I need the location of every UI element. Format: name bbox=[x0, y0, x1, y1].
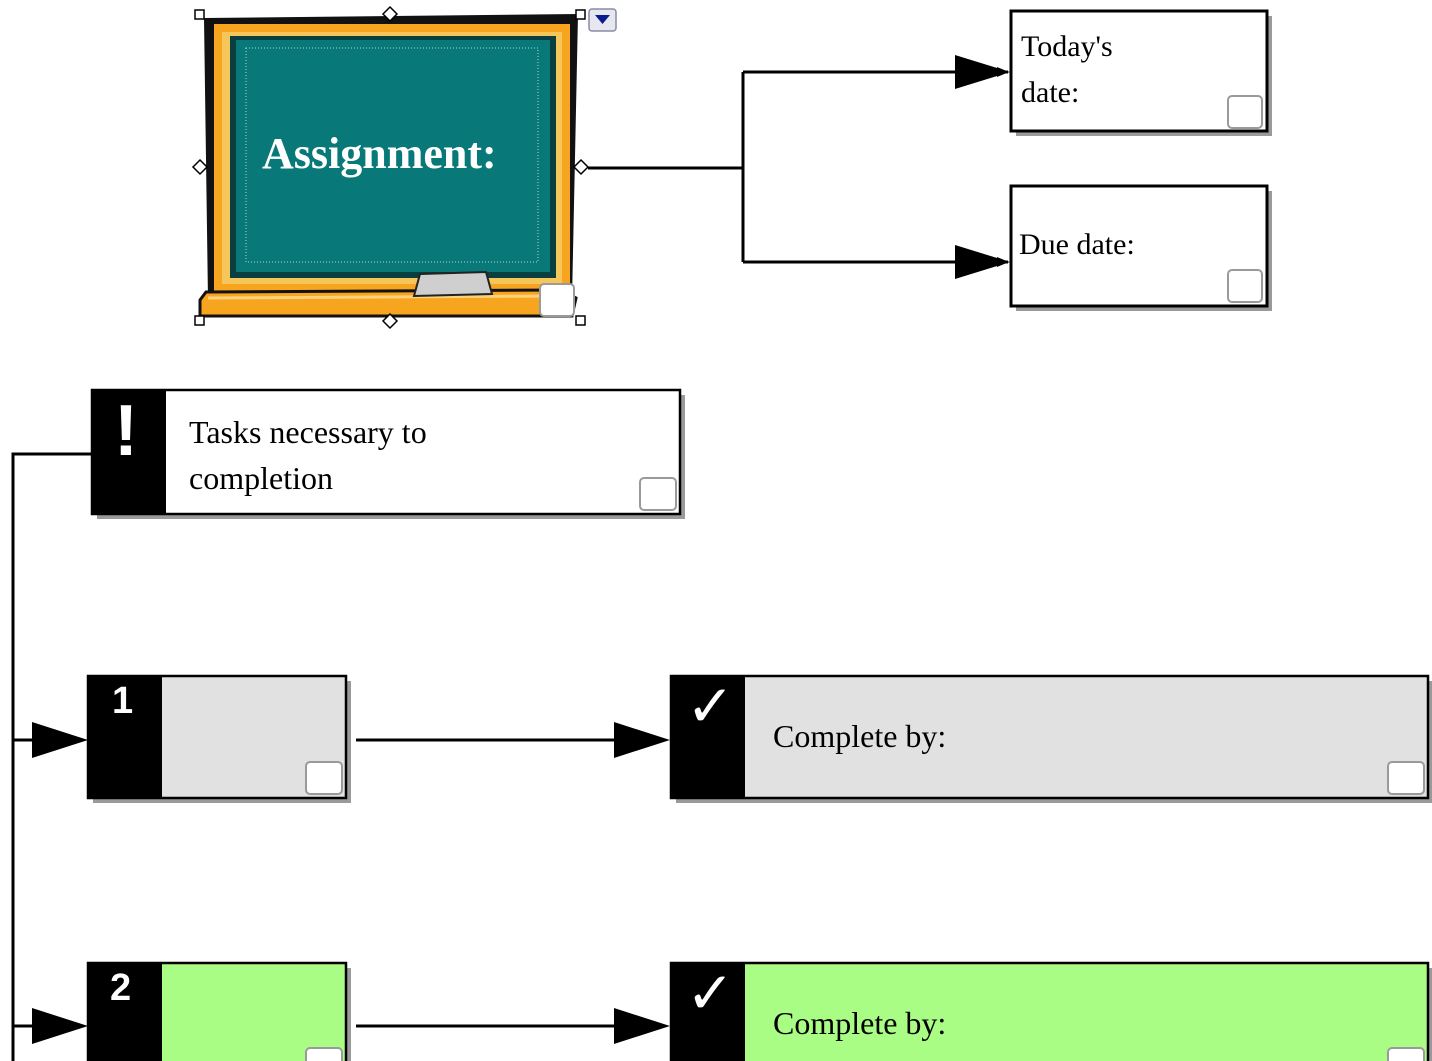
shape-dropdown-button[interactable] bbox=[588, 8, 617, 32]
arrowhead-complete-1 bbox=[614, 722, 670, 758]
resize-handle-bottom[interactable] bbox=[381, 312, 399, 330]
arrowhead-complete-2 bbox=[614, 1008, 670, 1044]
arrowhead-task-1 bbox=[32, 722, 88, 758]
resize-handle-right[interactable] bbox=[572, 158, 590, 176]
chevron-down-icon bbox=[595, 15, 610, 24]
eraser-icon bbox=[412, 270, 494, 298]
arrowhead-due-date bbox=[955, 245, 1010, 279]
task-row-2 bbox=[86, 961, 1432, 1061]
complete-by-label-2: Complete by: bbox=[773, 1005, 947, 1041]
tasks-header-tab bbox=[92, 390, 166, 514]
task-number-tab bbox=[88, 963, 162, 1061]
task-number-1: 1 bbox=[112, 680, 134, 722]
exclamation-icon: ! bbox=[114, 391, 138, 471]
assignment-title: Assignment: bbox=[262, 129, 497, 178]
shape-checkbox[interactable] bbox=[539, 283, 575, 317]
arrowhead-task-2 bbox=[32, 1008, 88, 1044]
resize-handle-top-left[interactable] bbox=[194, 9, 205, 20]
shape-checkbox[interactable] bbox=[1227, 95, 1263, 129]
todays-date-label-line2: date: bbox=[1021, 76, 1080, 109]
shape-checkbox[interactable] bbox=[1227, 269, 1263, 303]
resize-handle-top-right[interactable] bbox=[575, 9, 586, 20]
shape-checkbox[interactable] bbox=[1387, 1047, 1425, 1061]
task-number-2: 2 bbox=[110, 967, 132, 1009]
resize-handle-bottom-left[interactable] bbox=[194, 315, 205, 326]
connector-assignment-dates bbox=[588, 67, 1009, 267]
task-number-box-1[interactable] bbox=[86, 674, 351, 803]
chalkboard-surface bbox=[236, 40, 550, 272]
complete-tab bbox=[671, 963, 745, 1061]
checkmark-icon: ✓ bbox=[686, 672, 735, 740]
task-row-1 bbox=[86, 674, 1432, 803]
connector-task-trunk bbox=[11, 452, 92, 1061]
shape-checkbox[interactable] bbox=[1387, 761, 1425, 795]
task-number-box-2[interactable] bbox=[86, 961, 351, 1061]
checkmark-icon: ✓ bbox=[686, 959, 735, 1027]
shape-checkbox[interactable] bbox=[305, 761, 343, 795]
complete-by-box-1[interactable] bbox=[669, 674, 1432, 803]
complete-by-label-1: Complete by: bbox=[773, 718, 947, 754]
due-date-box[interactable] bbox=[1009, 184, 1272, 311]
todays-date-box[interactable] bbox=[1009, 9, 1272, 136]
todays-date-label-line1: Today's bbox=[1021, 30, 1113, 63]
resize-handle-top[interactable] bbox=[381, 5, 399, 23]
chalk-tray bbox=[198, 288, 578, 318]
task-number-tab bbox=[88, 676, 162, 798]
complete-tab bbox=[671, 676, 745, 798]
complete-by-box-2[interactable] bbox=[669, 961, 1432, 1061]
selection-handles[interactable] bbox=[191, 5, 590, 330]
chalkboard-clipart[interactable] bbox=[198, 14, 578, 318]
tasks-header-line1: Tasks necessary to bbox=[189, 414, 427, 450]
shape-checkbox[interactable] bbox=[639, 477, 677, 511]
arrowhead-todays-date bbox=[955, 55, 1010, 89]
resize-handle-bottom-right[interactable] bbox=[575, 315, 586, 326]
shape-checkbox[interactable] bbox=[305, 1047, 343, 1061]
due-date-label: Due date: bbox=[1019, 228, 1135, 261]
tasks-header-box[interactable] bbox=[90, 388, 685, 519]
resize-handle-left[interactable] bbox=[191, 158, 209, 176]
tasks-header-line2: completion bbox=[189, 460, 333, 496]
